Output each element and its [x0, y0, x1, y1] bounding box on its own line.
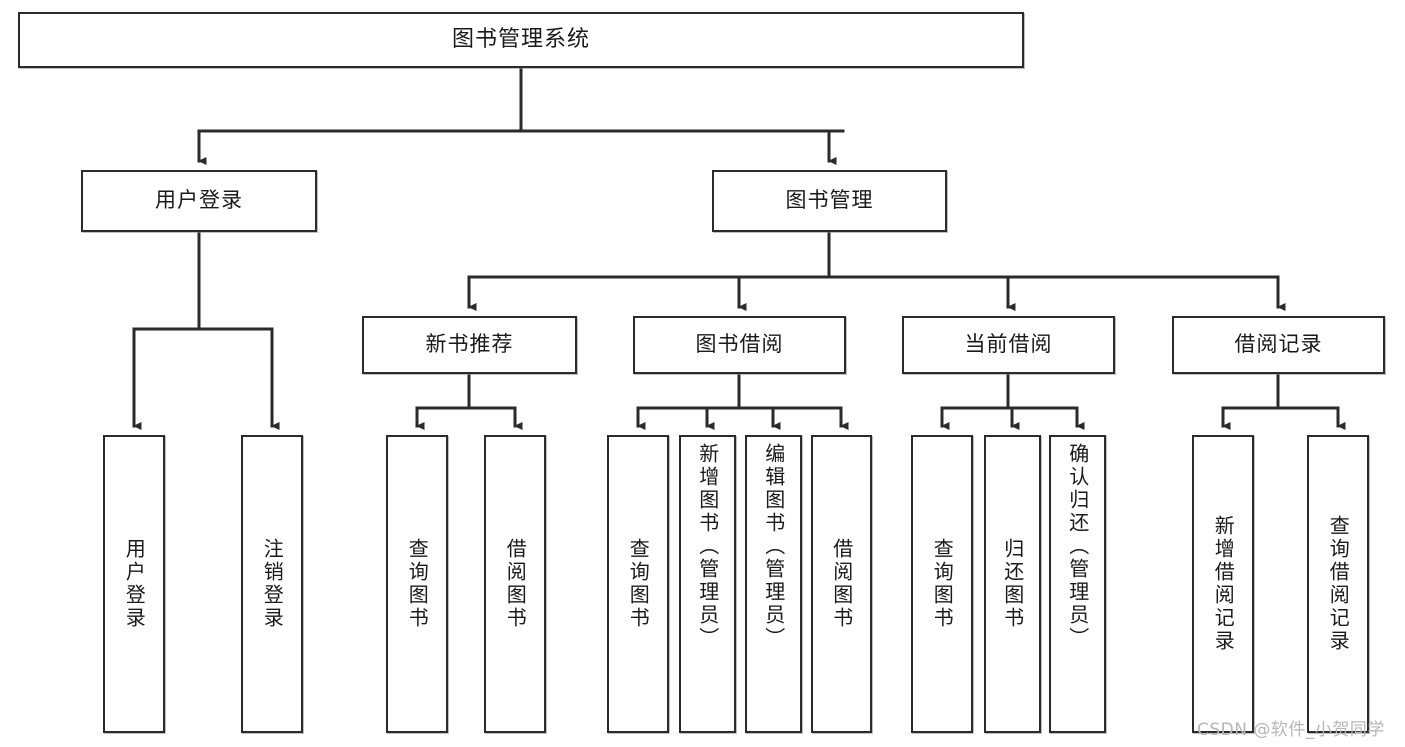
node-leaf-add-record-label: 新增借阅记录	[1211, 515, 1236, 653]
node-leaf-user-login-label: 用户登录	[122, 538, 147, 630]
node-leaf-query-book-rec-label: 查询图书	[405, 538, 430, 630]
node-root-label: 图书管理系统	[451, 26, 590, 52]
edges-borrow-record-to-leaves	[1221, 372, 1346, 431]
node-leaf-borrow-book-rec-label: 借阅图书	[503, 538, 528, 630]
node-leaf-add-book-label: 新增图书（管理员）	[695, 443, 720, 650]
node-leaf-query-book-label: 查询图书	[626, 538, 651, 630]
node-leaf-borrow-book-rec[interactable]: 借阅图书	[484, 435, 546, 733]
node-book-borrow[interactable]: 图书借阅	[633, 316, 846, 374]
node-leaf-add-record[interactable]: 新增借阅记录	[1192, 435, 1254, 733]
node-leaf-user-login[interactable]: 用户登录	[103, 435, 165, 733]
edges-user-login-to-leaves	[132, 230, 280, 431]
node-leaf-logout[interactable]: 注销登录	[241, 435, 303, 733]
node-leaf-query-book-cur-label: 查询图书	[930, 538, 955, 630]
node-borrow-record-label: 借阅记录	[1234, 332, 1323, 357]
edges-new-book-rec-to-leaves	[415, 372, 523, 431]
node-leaf-query-book[interactable]: 查询图书	[607, 435, 669, 733]
edges-book-manage-to-level3	[467, 230, 1286, 312]
node-root[interactable]: 图书管理系统	[18, 12, 1024, 68]
node-leaf-borrow-book[interactable]: 借阅图书	[811, 435, 872, 733]
edges-book-borrow-to-leaves	[636, 372, 849, 431]
edges-current-borrow-to-leaves	[940, 372, 1085, 431]
edges-root-to-level2	[197, 66, 845, 166]
node-leaf-add-book[interactable]: 新增图书（管理员）	[679, 435, 736, 733]
node-leaf-edit-book-label: 编辑图书（管理员）	[761, 443, 786, 650]
node-leaf-query-book-rec[interactable]: 查询图书	[386, 435, 448, 733]
node-leaf-edit-book[interactable]: 编辑图书（管理员）	[745, 435, 802, 733]
node-leaf-confirm-return[interactable]: 确认归还（管理员）	[1049, 435, 1106, 733]
node-current-borrow-label: 当前借阅	[964, 332, 1053, 357]
csdn-watermark: CSDN @软件_小贺同学	[1197, 720, 1385, 740]
node-book-manage[interactable]: 图书管理	[712, 170, 947, 232]
node-book-manage-label: 图书管理	[785, 188, 874, 213]
node-user-login-label: 用户登录	[155, 188, 243, 213]
node-leaf-return-book[interactable]: 归还图书	[984, 435, 1041, 733]
node-leaf-query-record[interactable]: 查询借阅记录	[1307, 435, 1369, 733]
node-current-borrow[interactable]: 当前借阅	[902, 316, 1115, 374]
node-book-borrow-label: 图书借阅	[695, 332, 784, 357]
node-user-login[interactable]: 用户登录	[81, 170, 317, 232]
node-leaf-confirm-return-label: 确认归还（管理员）	[1065, 443, 1090, 650]
node-borrow-record[interactable]: 借阅记录	[1172, 316, 1385, 374]
node-leaf-return-book-label: 归还图书	[1000, 538, 1025, 630]
node-leaf-query-record-label: 查询借阅记录	[1326, 515, 1351, 653]
node-leaf-borrow-book-label: 借阅图书	[829, 538, 854, 630]
node-leaf-logout-label: 注销登录	[260, 538, 285, 630]
node-new-book-recommend-label: 新书推荐	[425, 332, 514, 357]
node-leaf-query-book-cur[interactable]: 查询图书	[911, 435, 973, 733]
node-new-book-recommend[interactable]: 新书推荐	[362, 316, 577, 374]
